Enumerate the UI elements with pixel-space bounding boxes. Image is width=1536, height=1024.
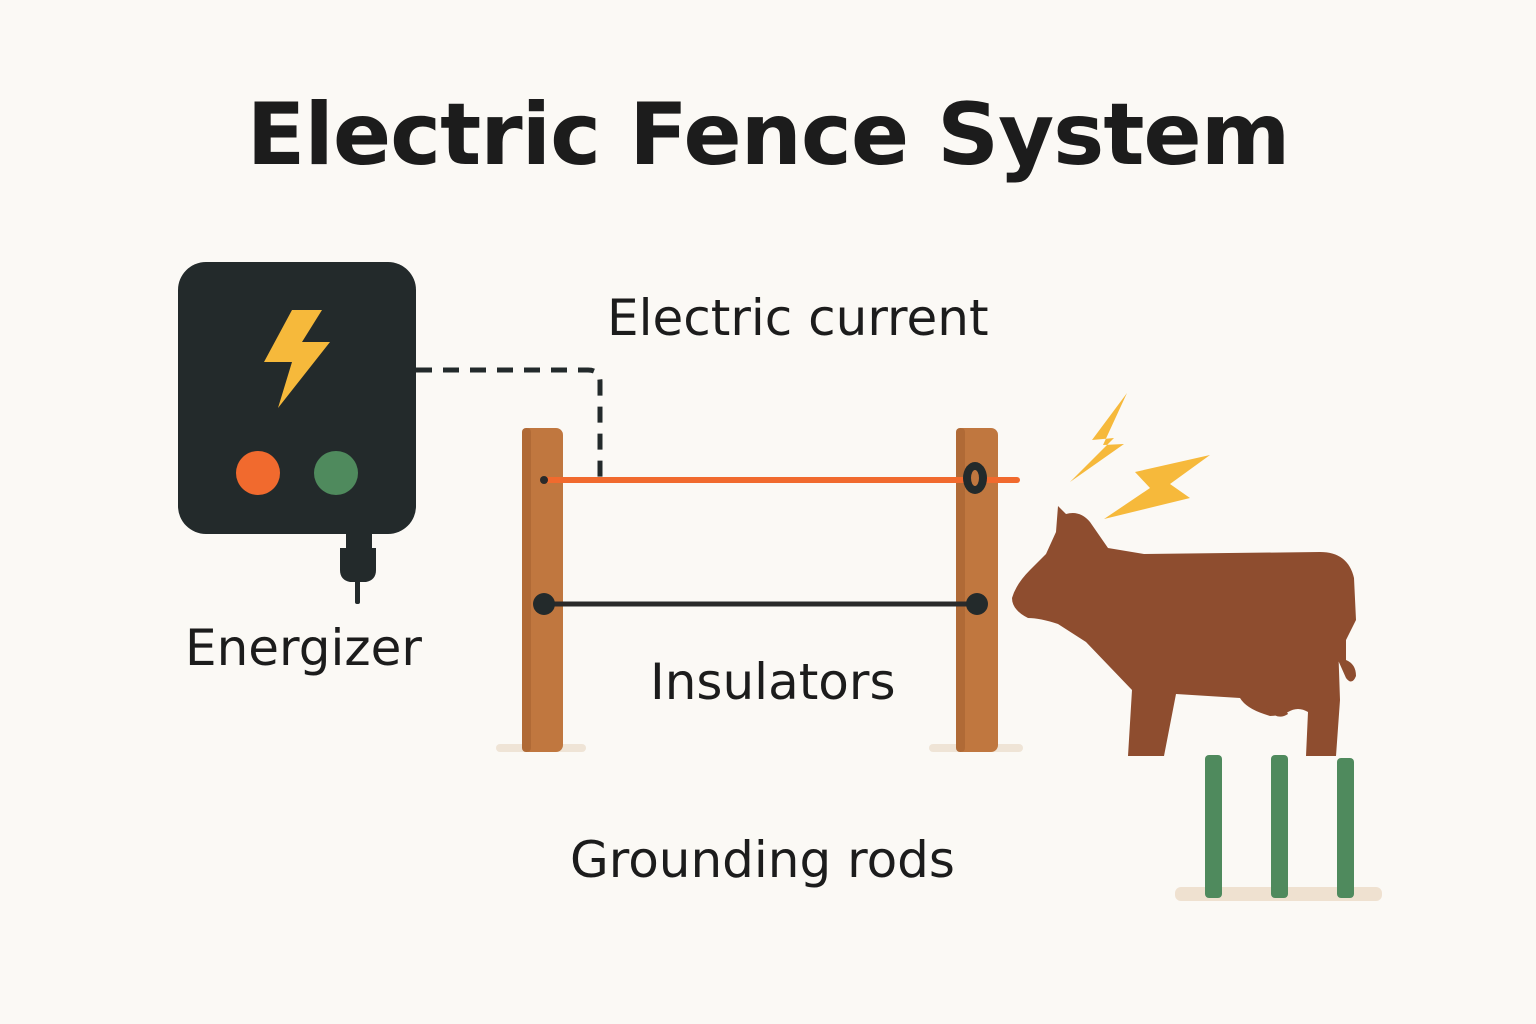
energizer-lead-wire bbox=[416, 367, 603, 478]
fence-post-right bbox=[956, 428, 998, 752]
insulator bbox=[540, 476, 548, 484]
grounding-rod bbox=[1205, 755, 1222, 898]
indicator-light-green bbox=[314, 451, 358, 495]
cow bbox=[1012, 506, 1356, 756]
grounding-rod bbox=[1337, 758, 1354, 898]
power-plug-icon bbox=[340, 534, 376, 604]
energizer-body bbox=[178, 262, 416, 534]
lightning-bolt-icon bbox=[1104, 455, 1210, 519]
insulator bbox=[966, 593, 988, 615]
grounding-rods bbox=[1205, 755, 1354, 898]
fence-post-left bbox=[522, 428, 563, 752]
label-grounding-rods: Grounding rods bbox=[570, 831, 955, 889]
label-energizer: Energizer bbox=[185, 619, 422, 677]
shock-bolts bbox=[1070, 393, 1210, 519]
insulators bbox=[533, 462, 988, 615]
lightning-bolt-icon bbox=[1070, 393, 1127, 482]
energizer bbox=[178, 262, 416, 604]
cow-udder bbox=[1266, 706, 1288, 717]
indicator-light-orange bbox=[236, 451, 280, 495]
page-title: Electric Fence System bbox=[246, 85, 1291, 185]
insulator bbox=[533, 593, 555, 615]
lightning-bolt-icon bbox=[264, 310, 330, 408]
label-electric-current: Electric current bbox=[607, 289, 989, 347]
grounding-rod bbox=[1271, 755, 1288, 898]
label-insulators: Insulators bbox=[650, 653, 896, 711]
